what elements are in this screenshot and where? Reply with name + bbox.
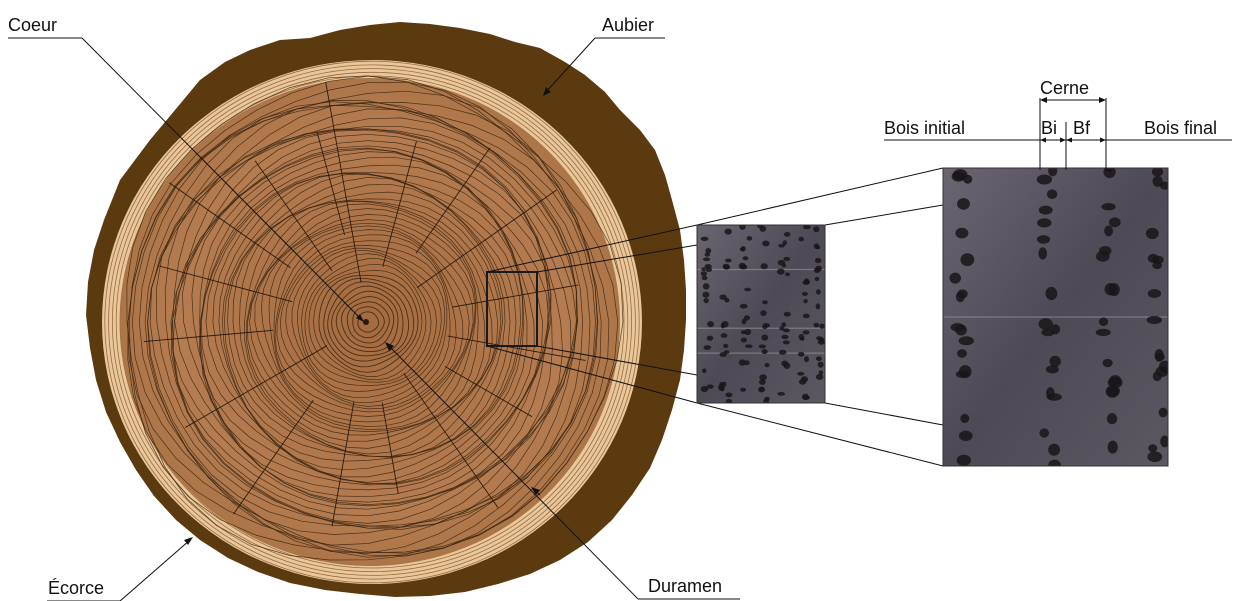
label-cerne: Cerne xyxy=(1040,78,1089,98)
micrograph-large xyxy=(943,164,1171,471)
micrograph-small xyxy=(697,224,825,406)
trunk-cross-section xyxy=(86,22,686,597)
label-bi: Bi xyxy=(1041,118,1057,138)
label-bois-final: Bois final xyxy=(1144,118,1217,138)
ring-annotation: Cerne Bois initial Bi Bf Bois final xyxy=(884,78,1232,170)
label-aubier: Aubier xyxy=(602,15,654,35)
pith xyxy=(363,319,369,325)
label-bf: Bf xyxy=(1073,118,1091,138)
label-duramen: Duramen xyxy=(648,576,722,596)
label-coeur: Coeur xyxy=(8,15,57,35)
label-bois-initial: Bois initial xyxy=(884,118,965,138)
label-ecorce: Écorce xyxy=(48,578,104,598)
